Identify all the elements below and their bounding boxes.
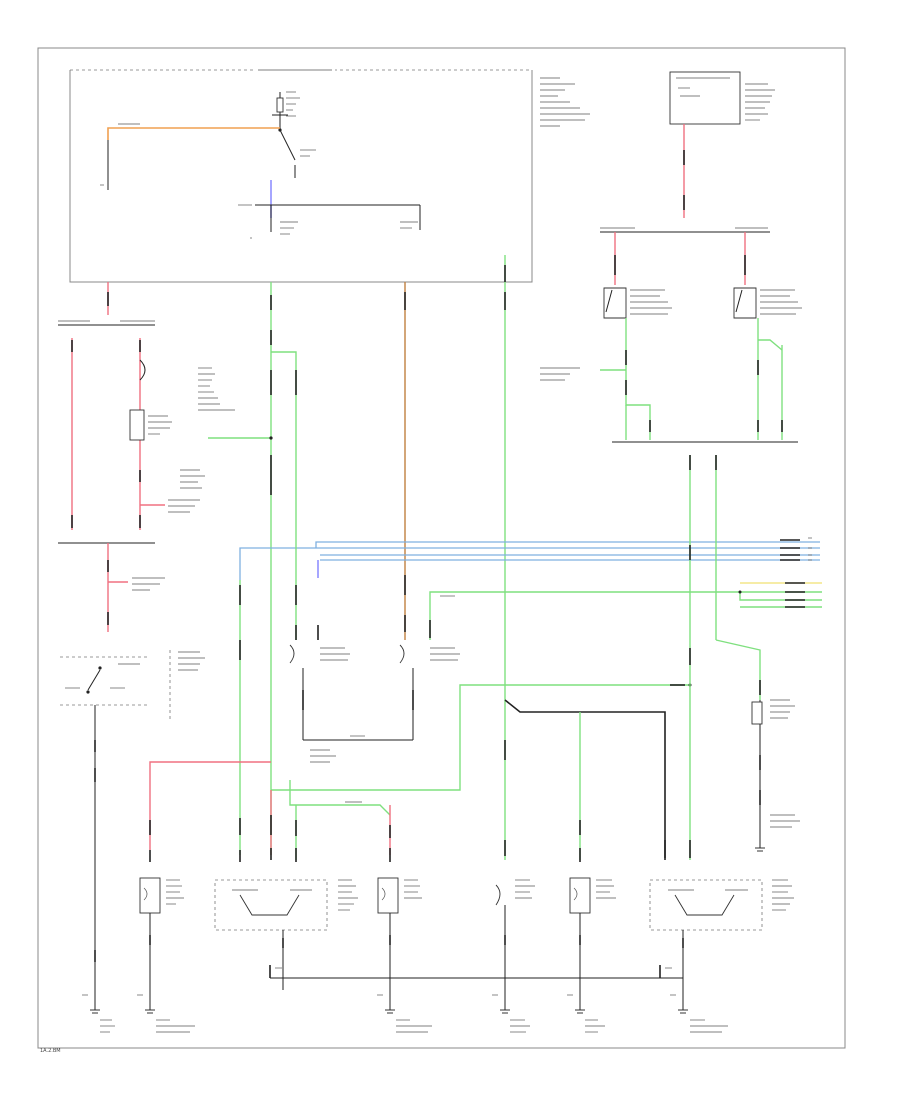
blue-bus xyxy=(239,537,820,580)
fuse-panel-box xyxy=(69,66,590,283)
lower-drops xyxy=(239,440,800,862)
ground-symbols xyxy=(82,840,765,1033)
bottom-lamps xyxy=(139,877,794,990)
green-drops xyxy=(180,255,506,860)
wire-orange-top xyxy=(107,127,280,140)
relay-bus-right xyxy=(540,227,802,443)
footer-code: 1A.2.BM xyxy=(40,1048,61,1054)
left-column xyxy=(58,282,235,990)
relay-box-top-right xyxy=(669,71,775,218)
diagram-frame xyxy=(37,47,846,1049)
right-bus xyxy=(429,582,822,615)
fuse-switch xyxy=(272,91,316,178)
wire-red-lamp xyxy=(149,761,271,850)
internal-bus xyxy=(238,180,421,239)
